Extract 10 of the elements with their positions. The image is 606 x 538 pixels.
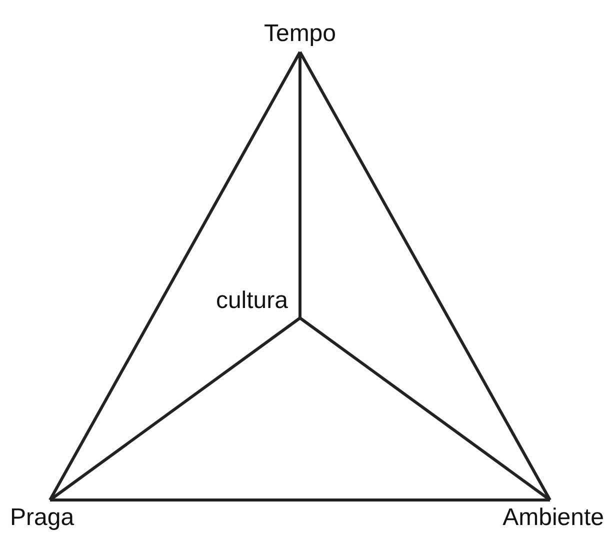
vertex-label: Praga (10, 506, 74, 530)
vertex-label: cultura (216, 289, 288, 313)
connector-line (49, 316, 301, 502)
connector-line (298, 52, 302, 318)
connector-line (48, 51, 302, 501)
connector-line (299, 316, 551, 502)
connector-line (50, 498, 550, 502)
connector-line (298, 51, 552, 501)
vertex-label: Ambiente (502, 506, 604, 530)
vertex-label: Tempo (264, 22, 336, 46)
